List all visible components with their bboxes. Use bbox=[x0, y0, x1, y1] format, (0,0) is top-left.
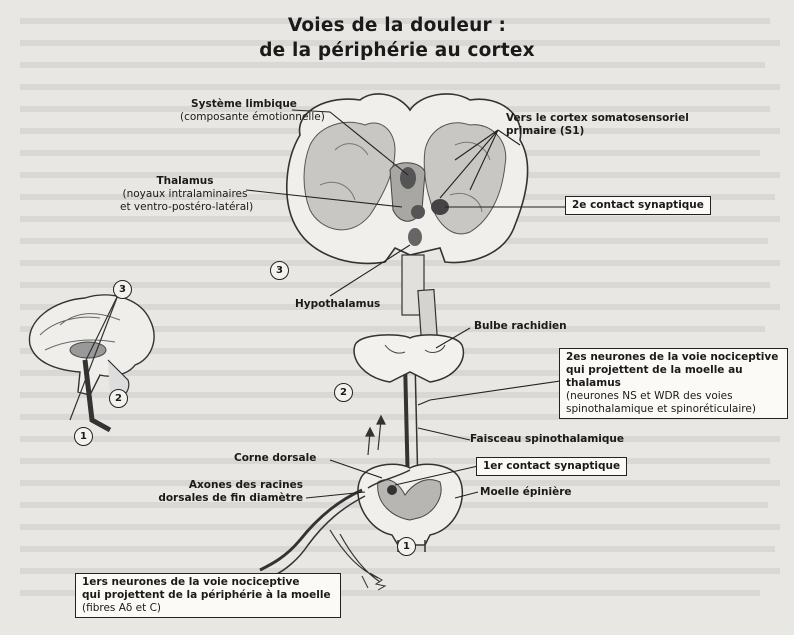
sagittal-level-1-marker: 1 bbox=[74, 427, 93, 446]
sagittal-level-3-marker: 3 bbox=[113, 280, 132, 299]
hypothalamus-label: Hypothalamus bbox=[295, 298, 380, 311]
spinothalamic-tract-label: Faisceau spinothalamique bbox=[470, 433, 624, 446]
dorsal-root-axons-label: Axones des racines dorsales de fin diamè… bbox=[140, 479, 303, 505]
cortex-line1: Vers le cortex somatosensoriel bbox=[506, 112, 689, 125]
second-synapse-box: 2e contact synaptique bbox=[565, 196, 711, 215]
cortex-line2: primaire (S1) bbox=[506, 125, 689, 138]
thalamus-title: Thalamus bbox=[120, 175, 250, 188]
second-neurons-line3: (neurones NS et WDR des voies bbox=[566, 390, 781, 403]
second-neurons-box: 2es neurones de la voie nociceptive qui … bbox=[559, 348, 788, 419]
limbic-system-label: Système limbique (composante émotionnell… bbox=[180, 98, 308, 124]
ascending-arrows bbox=[366, 416, 385, 455]
sagittal-brain-view bbox=[29, 295, 154, 430]
dorsal-horn-label: Corne dorsale bbox=[234, 452, 316, 465]
thalamus-label: Thalamus (noyaux intralaminaires et vent… bbox=[120, 175, 250, 214]
thalamus-sub2: et ventro-postéro-latéral) bbox=[120, 201, 250, 214]
second-neurons-line2: qui projettent de la moelle au thalamus bbox=[566, 364, 781, 390]
figure-title-line1: Voies de la douleur : bbox=[0, 14, 794, 38]
axons-line1: Axones des racines bbox=[140, 479, 303, 492]
axons-line2: dorsales de fin diamètre bbox=[140, 492, 303, 505]
thalamus-sub1: (noyaux intralaminaires bbox=[120, 188, 250, 201]
cortex-label: Vers le cortex somatosensoriel primaire … bbox=[506, 112, 689, 138]
first-neurons-box: 1ers neurones de la voie nociceptive qui… bbox=[75, 573, 341, 618]
first-neurons-line3: (fibres Aδ et C) bbox=[82, 602, 334, 615]
medulla-label: Bulbe rachidien bbox=[474, 320, 567, 333]
second-neurons-line1: 2es neurones de la voie nociceptive bbox=[566, 351, 781, 364]
level-3-marker: 3 bbox=[270, 261, 289, 280]
first-neurons-line2: qui projettent de la périphérie à la moe… bbox=[82, 589, 334, 602]
first-synapse-box: 1er contact synaptique bbox=[476, 457, 627, 476]
limbic-subtitle: (composante émotionnelle) bbox=[180, 111, 308, 124]
limbic-title: Système limbique bbox=[180, 98, 308, 111]
level-1-marker: 1 bbox=[397, 537, 416, 556]
level-2-marker: 2 bbox=[334, 383, 353, 402]
second-neurons-line4: spinothalamique et spinoréticulaire) bbox=[566, 403, 781, 416]
first-neurons-line1: 1ers neurones de la voie nociceptive bbox=[82, 576, 334, 589]
spinal-cord-label: Moelle épinière bbox=[480, 486, 572, 499]
sagittal-level-2-marker: 2 bbox=[109, 389, 128, 408]
figure-title-line2: de la périphérie au cortex bbox=[0, 39, 794, 63]
